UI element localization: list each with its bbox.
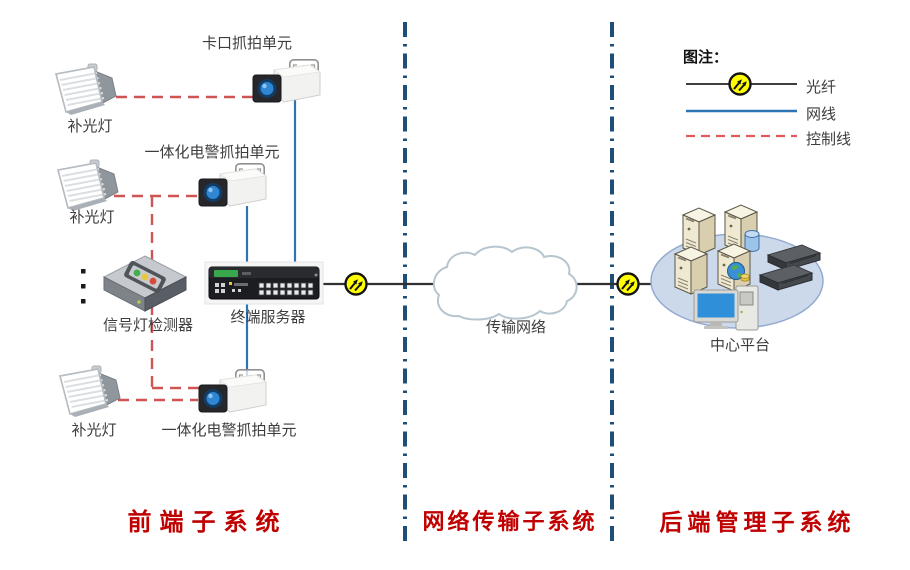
server-tower-icon [674,246,708,295]
label-fill-light-2: 补光灯 [69,208,115,226]
section-title-network-transmission: 网络传输子系统 [422,509,598,535]
fill-light-1-icon [55,63,117,116]
epolice-camera-2-icon [198,374,267,413]
label-transmission-network: 传输网络 [485,318,546,336]
label-fill-light-3: 补光灯 [71,421,117,439]
terminal-server-icon [204,261,324,305]
label-epolice-unit-2: 一体化电警抓拍单元 [161,421,297,439]
center-platform-group [650,204,824,331]
legend-label-fiber: 光纤 [806,78,837,96]
section-title-backend-management: 后端管理子系统 [659,509,856,536]
fill-light-2-icon [57,159,119,212]
legend-samples [686,72,797,138]
label-signal-detector: 信号灯检测器 [102,316,193,334]
label-fill-light-1: 补光灯 [67,117,113,135]
legend-title: 图注： [683,48,729,66]
fiber-symbol-left [344,272,368,296]
label-checkpoint-unit: 卡口抓拍单元 [201,34,292,52]
database-icon [744,230,760,252]
epolice-camera-1-icon [198,168,267,207]
ellipsis-dots [81,269,86,304]
transmission-network-cloud [432,245,578,321]
section-title-frontend: 前端子系统 [127,507,288,536]
fill-light-3-icon [59,365,121,418]
checkpoint-camera-icon [252,64,321,103]
legend-fiber-symbol [728,72,752,96]
legend-label-control: 控制线 [806,130,852,148]
fiber-symbol-right [616,272,640,296]
label-epolice-unit-1: 一体化电警抓拍单元 [144,143,280,161]
signal-detector-icon [103,255,187,312]
label-terminal-server: 终端服务器 [230,308,306,326]
label-center-platform: 中心平台 [709,336,770,354]
legend-label-ethernet: 网线 [806,105,837,123]
